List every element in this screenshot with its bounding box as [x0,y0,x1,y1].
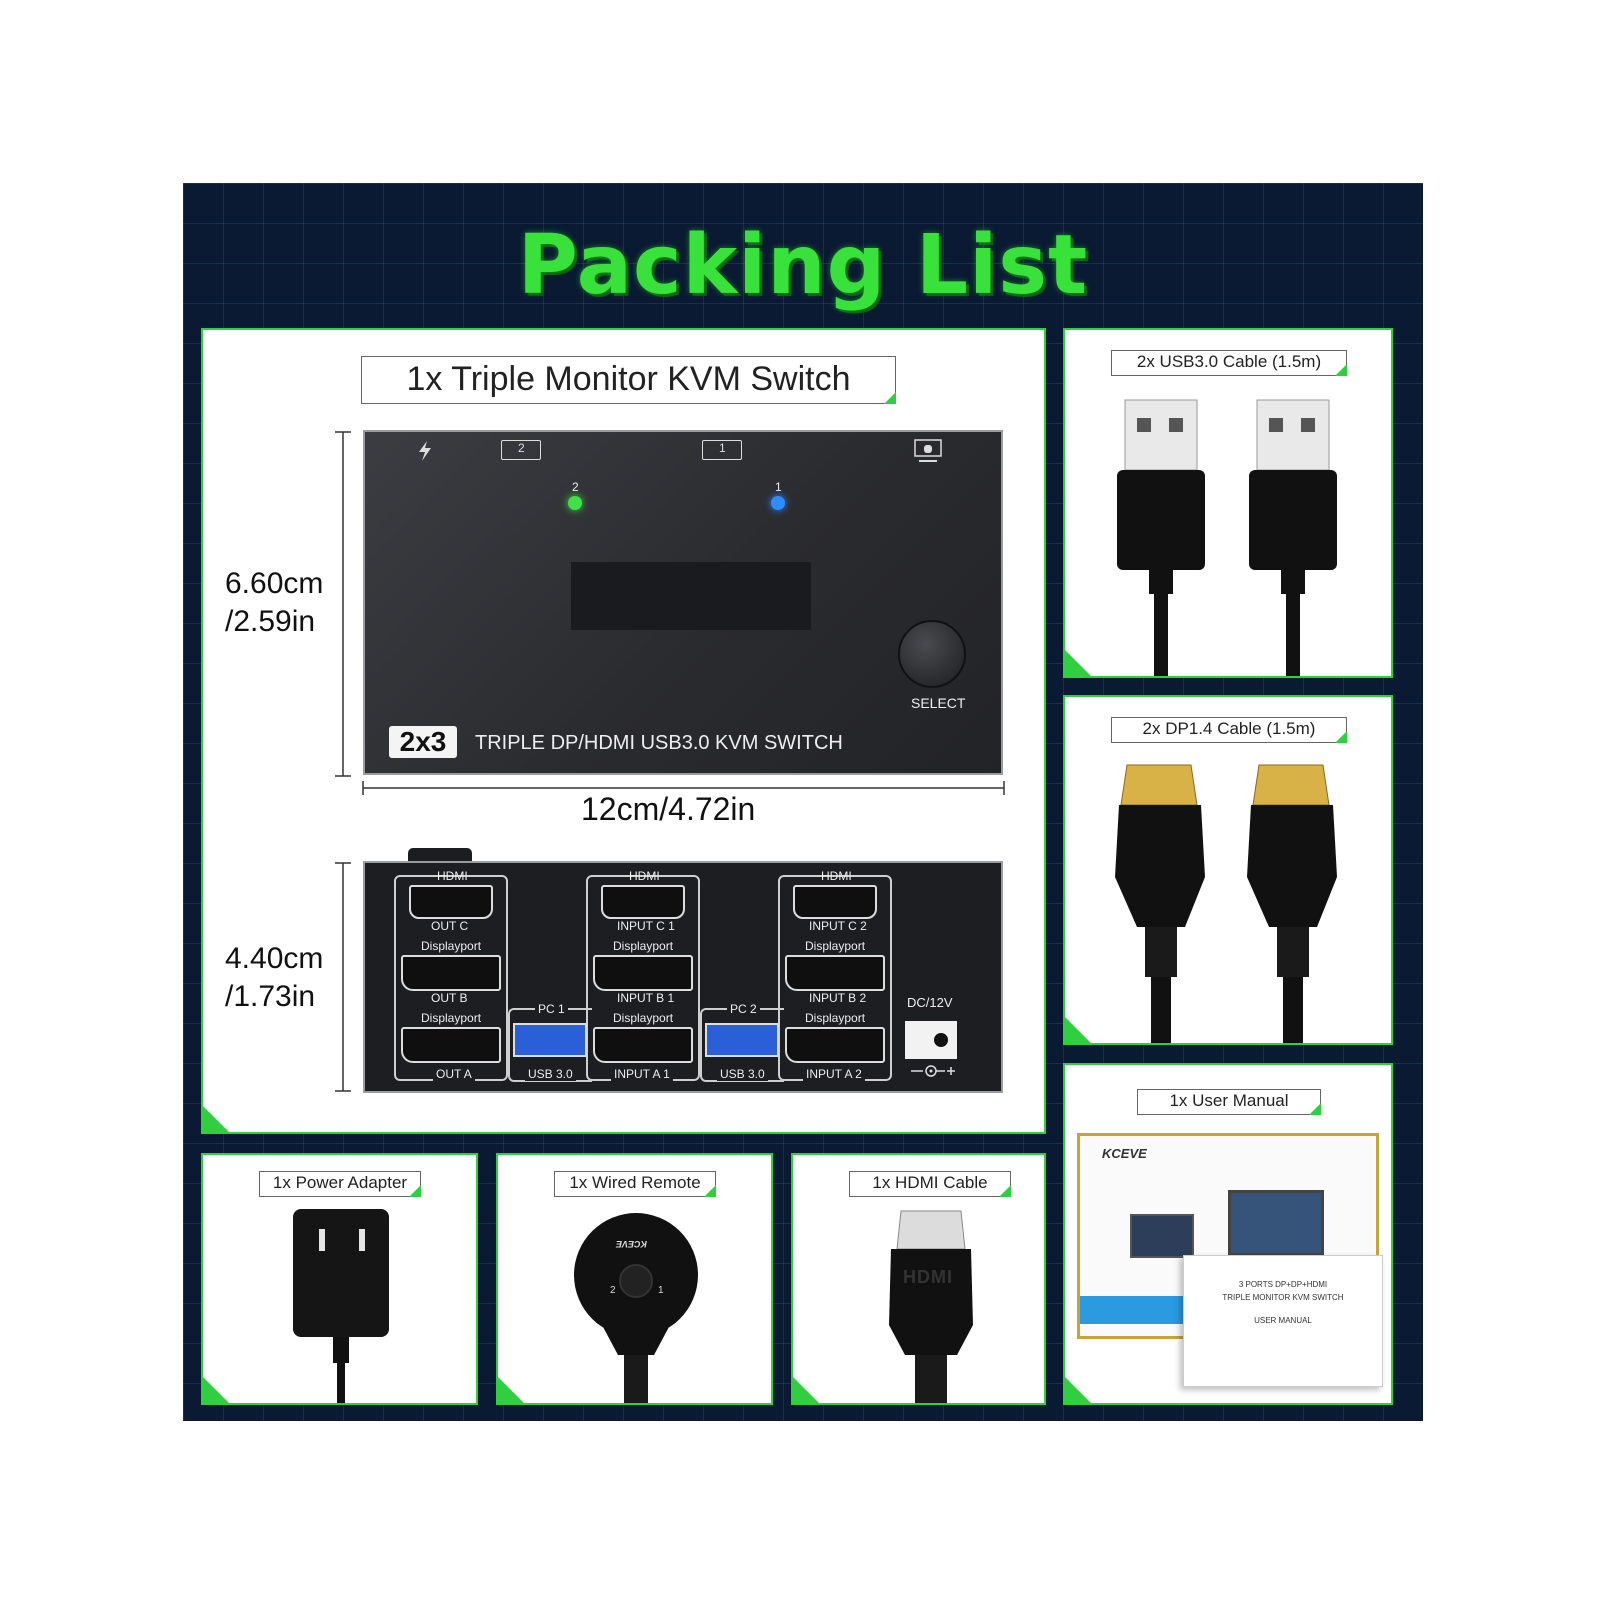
monitor-2-icon: 2 [501,440,541,460]
manual-line-2: TRIPLE MONITOR KVM SWITCH [1222,1293,1344,1302]
usb-cable-panel: 2x USB3.0 Cable (1.5m) [1063,328,1393,678]
user-manual-label: 1x User Manual [1137,1089,1321,1115]
dc-jack-hole [934,1033,948,1047]
manual-brand: KCEVE [1102,1146,1147,1161]
manual-monitor-image [1228,1190,1324,1256]
rear-height-label: 4.40cm /1.73in [225,940,323,1016]
pc1-usb-label: USB 3.0 [525,1067,576,1081]
input-c1-label: INPUT C 1 [617,919,675,933]
dp-cable-icon [1115,764,1337,1043]
wired-remote-panel: 1x Wired Remote KCEVE 2 1 [496,1153,773,1405]
power-icon [419,441,431,461]
model-text: TRIPLE DP/HDMI USB3.0 KVM SWITCH [475,732,843,754]
monitor-2-icon-label: 2 [518,441,525,455]
out-b-dp-label: Displayport [421,939,482,953]
pc1-usb-port[interactable] [513,1023,587,1057]
wired-remote-label: 1x Wired Remote [554,1171,716,1197]
hdmi-cable-label: 1x HDMI Cable [849,1171,1011,1197]
user-manual-panel: 1x User Manual KCEVE 3 PORTS DP+DP+HDMI … [1063,1063,1393,1405]
input-c1-hdmi-label: HDMI [629,869,660,883]
monitor-1-icon: 1 [702,440,742,460]
input-c2-hdmi-label: HDMI [821,869,852,883]
input-b1-label: INPUT B 1 [617,991,675,1005]
display-window [571,562,811,630]
input-c2-label: INPUT C 2 [809,919,867,933]
kvm-rear-face: HDMI OUT C Displayport OUT B Displayport… [363,861,1003,1093]
hdmi-plug-text: HDMI [903,1267,953,1287]
remote-key-2: 2 [610,1285,616,1296]
packing-list-board: Packing List 1x Triple Monitor KVM Switc… [183,183,1423,1421]
out-a-label: OUT A [433,1067,475,1081]
manual-laptop-image [1130,1214,1194,1258]
out-c-hdmi-label: HDMI [437,869,468,883]
monitor-1-icon-label: 1 [719,441,726,455]
hdmi-cable-icon [889,1210,973,1403]
pc2-usb-label: USB 3.0 [717,1067,768,1081]
hdmi-cable-panel: 1x HDMI Cable HDMI [791,1153,1046,1405]
input-a2-label: INPUT A 2 [803,1067,865,1081]
input-b2-dp-label: Displayport [805,939,866,953]
pc1-label: PC 1 [535,1002,568,1016]
out-b-dp-port[interactable] [401,955,501,991]
power-adapter-panel: 1x Power Adapter [201,1153,478,1405]
manual-line-3: USER MANUAL [1254,1316,1312,1325]
page-title: Packing List [517,218,1089,313]
keyboard-mouse-icon [914,439,942,462]
model-badge: 2x3 [389,726,457,758]
pc2-usb-port[interactable] [705,1023,779,1057]
power-adapter-label: 1x Power Adapter [259,1171,421,1197]
input-a1-dp-label: Displayport [613,1011,674,1025]
kvm-switch-label: 1x Triple Monitor KVM Switch [361,356,896,404]
dc-polarity-icon [911,1065,955,1077]
led-2-label: 2 [572,480,579,494]
select-button-label: SELECT [911,695,966,711]
usb-cable-icon [1117,399,1337,676]
dp-cable-panel: 2x DP1.4 Cable (1.5m) [1063,695,1393,1045]
input-a2-dp-label: Displayport [805,1011,866,1025]
input-b1-dp-port[interactable] [593,955,693,991]
input-b2-dp-port[interactable] [785,955,885,991]
remote-brand: KCEVE [616,1239,648,1249]
out-b-label: OUT B [431,991,468,1005]
select-button[interactable] [898,620,966,688]
remote-jack [408,848,472,864]
out-c-hdmi-port[interactable] [409,885,493,919]
input-a1-label: INPUT A 1 [611,1067,673,1081]
rear-height-dimension [335,862,351,1092]
input-c1-hdmi-port[interactable] [601,885,685,919]
input-b2-label: INPUT B 2 [809,991,867,1005]
front-height-label: 6.60cm /2.59in [225,565,323,641]
kvm-front-face: 2 1 2 1 SELECT 2x3 TRIPLE DP/HDMI USB3.0… [363,430,1003,775]
out-a-dp-port[interactable] [401,1027,501,1063]
dc-jack[interactable] [905,1021,957,1059]
front-height-dimension [335,431,351,777]
input-b1-dp-label: Displayport [613,939,674,953]
rear-height-text: 4.40cm /1.73in [225,942,324,1013]
manual-booklet: 3 PORTS DP+DP+HDMI TRIPLE MONITOR KVM SW… [1183,1255,1383,1387]
dp-cable-label: 2x DP1.4 Cable (1.5m) [1111,717,1347,743]
power-adapter-icon [293,1209,389,1403]
front-height-text: 6.60cm /2.59in [225,567,324,638]
led-2-indicator [568,496,582,510]
remote-key-1: 1 [658,1285,664,1296]
pc2-label: PC 2 [727,1002,760,1016]
wired-remote-icon [574,1213,698,1403]
dc-label: DC/12V [907,995,953,1010]
input-a2-dp-port[interactable] [785,1027,885,1063]
led-1-indicator [771,496,785,510]
manual-blue-band [1080,1296,1190,1324]
input-a1-dp-port[interactable] [593,1027,693,1063]
input-c2-hdmi-port[interactable] [793,885,877,919]
front-width-dimension [362,781,1005,795]
led-1-label: 1 [775,480,782,494]
manual-line-1: 3 PORTS DP+DP+HDMI [1238,1280,1328,1289]
kvm-switch-panel: 1x Triple Monitor KVM Switch 6.60cm /2.5… [201,328,1046,1134]
usb-cable-label: 2x USB3.0 Cable (1.5m) [1111,350,1347,376]
front-width-label: 12cm/4.72in [581,791,756,827]
out-a-dp-label: Displayport [421,1011,482,1025]
out-c-label: OUT C [431,919,469,933]
